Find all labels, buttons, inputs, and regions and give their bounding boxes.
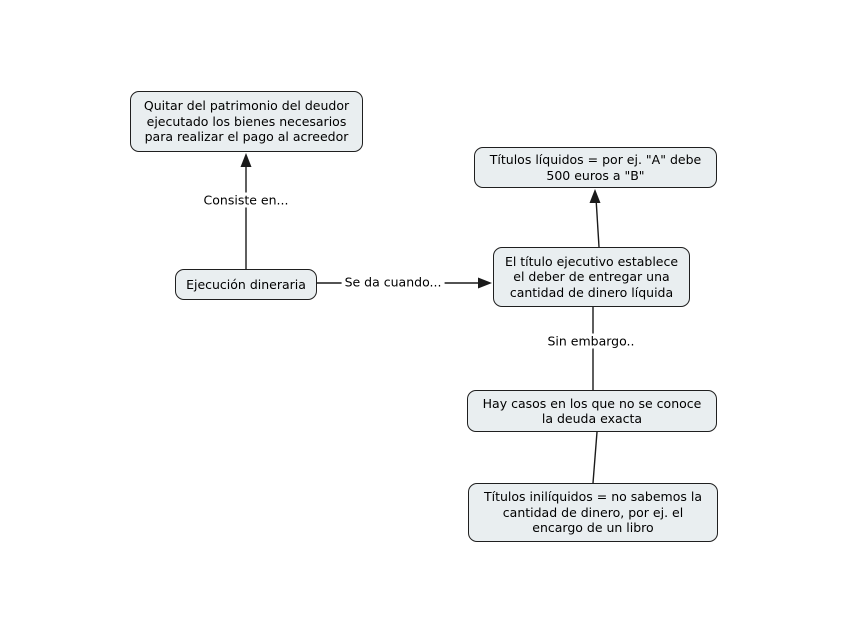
concept-node-ejecucion-dineraria[interactable]: Ejecución dineraria bbox=[175, 269, 317, 300]
arrowhead-up-icon bbox=[240, 153, 252, 167]
link-line-titulo-a-liquidos bbox=[595, 197, 600, 248]
link-label-consiste-en[interactable]: Consiste en... bbox=[200, 192, 292, 208]
arrowhead-up-icon bbox=[589, 189, 601, 203]
arrowhead-right-icon bbox=[478, 277, 492, 289]
concept-node-quitar-patrimonio[interactable]: Quitar del patrimonio del deudor ejecuta… bbox=[130, 91, 363, 152]
link-label-sin-embargo[interactable]: Sin embargo.. bbox=[544, 333, 638, 349]
concept-node-titulos-liquidos[interactable]: Títulos líquidos = por ej. "A" debe 500 … bbox=[474, 147, 717, 188]
link-label-se-da-cuando[interactable]: Se da cuando... bbox=[341, 274, 445, 290]
concept-node-titulos-iniliquidos[interactable]: Títulos inilíquidos = no sabemos la cant… bbox=[468, 483, 718, 542]
concept-node-titulo-ejecutivo[interactable]: El título ejecutivo establece el deber d… bbox=[493, 247, 690, 307]
concept-node-hay-casos[interactable]: Hay casos en los que no se conoce la deu… bbox=[467, 390, 717, 432]
link-line-casos-a-iniliquidos bbox=[592, 431, 598, 484]
